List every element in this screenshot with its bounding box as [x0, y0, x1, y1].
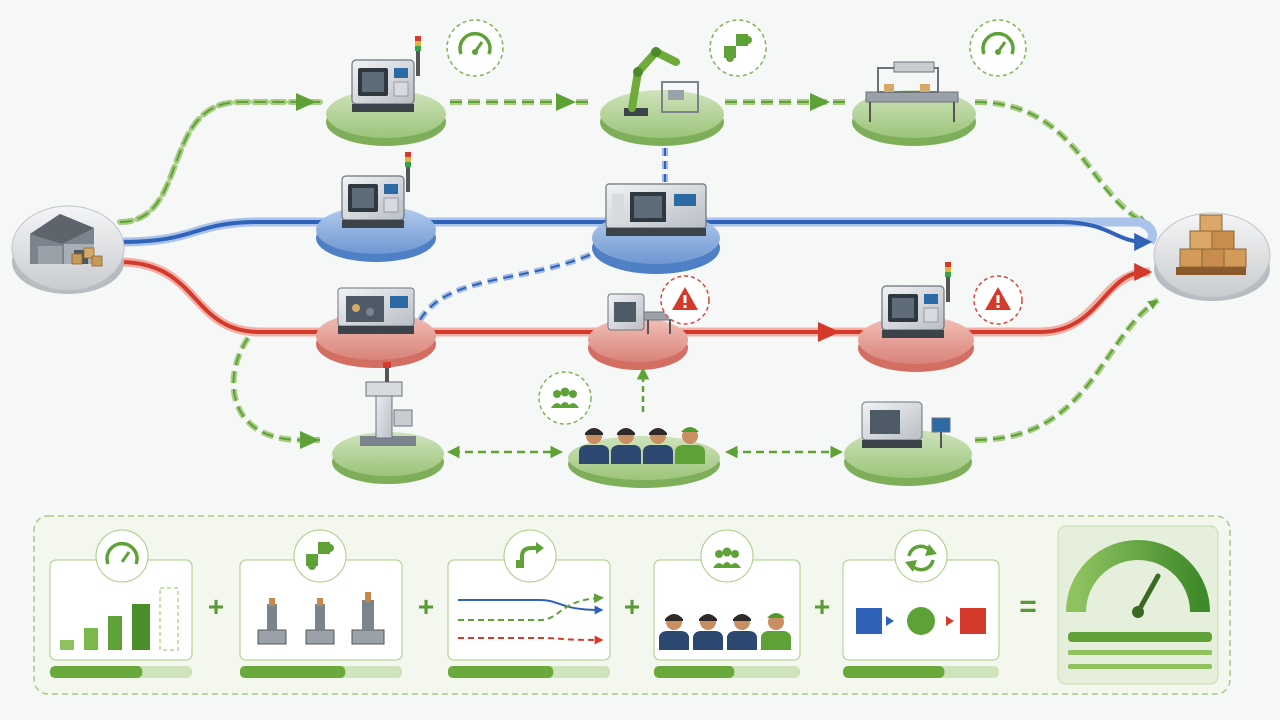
cnc-blue-1-node — [316, 151, 436, 262]
conveyor-icon — [865, 61, 959, 122]
cnc-red-2-node — [588, 293, 688, 370]
warehouse-icon — [30, 214, 103, 267]
term-card-process — [842, 529, 1000, 661]
progress-fill-routing — [448, 666, 554, 678]
gauge-badge-2 — [969, 19, 1027, 77]
puzzle-icon — [724, 34, 752, 62]
drill-press-node — [332, 362, 444, 484]
cnc-machine-icon — [351, 35, 422, 113]
term-progress-bars — [50, 666, 999, 678]
tool-holders-icon — [257, 592, 385, 645]
bar-growth-icon — [60, 587, 179, 651]
flow-lines-icon — [458, 593, 604, 645]
puzzle-icon — [306, 542, 334, 570]
gauge-icon — [981, 31, 1015, 55]
assembly-line-node — [852, 61, 976, 146]
warehouse-node — [11, 205, 125, 294]
warning-icon — [672, 287, 698, 310]
plus-operator-1: + — [208, 591, 224, 622]
large-cnc-icon — [605, 183, 707, 236]
speedometer-icon — [1066, 540, 1210, 618]
term-card-routing — [447, 529, 611, 661]
workers-icon — [659, 613, 791, 650]
team-badge — [538, 371, 592, 425]
cnc-machine-icon — [881, 261, 952, 339]
route-arrow-icon — [516, 542, 544, 568]
progress-fill-people — [654, 666, 735, 678]
drill-press-icon — [360, 362, 416, 446]
puzzle-badge — [709, 19, 767, 77]
equals-operator: = — [1019, 590, 1037, 623]
red-path — [119, 257, 1153, 342]
gauge-icon — [458, 31, 492, 55]
term-card-tooling — [239, 529, 403, 661]
gauge-icon — [105, 541, 139, 565]
progress-fill-performance — [50, 666, 143, 678]
machine-center-icon — [337, 287, 415, 334]
small-machine-icon — [607, 293, 675, 334]
boxes-pallet-icon — [1176, 214, 1247, 275]
progress-fill-tooling — [240, 666, 346, 678]
robot-arm-icon — [624, 47, 699, 116]
warning-badge-2 — [973, 275, 1023, 325]
cycle-icon — [905, 544, 937, 572]
term-card-people — [653, 529, 801, 661]
plus-operator-3: + — [624, 591, 640, 622]
output-goods-node — [1153, 212, 1271, 301]
warning-icon — [985, 287, 1011, 310]
progress-fill-process — [843, 666, 945, 678]
team-icon — [551, 387, 579, 408]
cnc-blue-2-node — [592, 183, 720, 274]
result-card — [1057, 525, 1219, 685]
gauge-badge-1 — [446, 19, 504, 77]
robot-arm-node — [600, 47, 724, 146]
workforce-node — [568, 427, 720, 488]
plus-operator-4: + — [814, 591, 830, 622]
plus-operator-2: + — [418, 591, 434, 622]
green-bottom-path — [230, 297, 1160, 459]
cnc-green-1-node — [326, 35, 446, 146]
term-card-performance — [49, 529, 193, 661]
cnc-machine-icon — [341, 151, 412, 229]
lathe-icon — [861, 401, 951, 448]
workers-icon — [579, 427, 705, 464]
team-icon — [713, 547, 741, 568]
square-circle-square-icon — [856, 607, 986, 635]
warning-badge-1 — [660, 275, 710, 325]
green-top-path — [117, 93, 1152, 228]
cnc-red-1-node — [316, 287, 436, 368]
lathe-station-node — [844, 401, 972, 486]
operators: + + + + = — [208, 590, 1037, 623]
cnc-red-3-node — [858, 261, 974, 372]
